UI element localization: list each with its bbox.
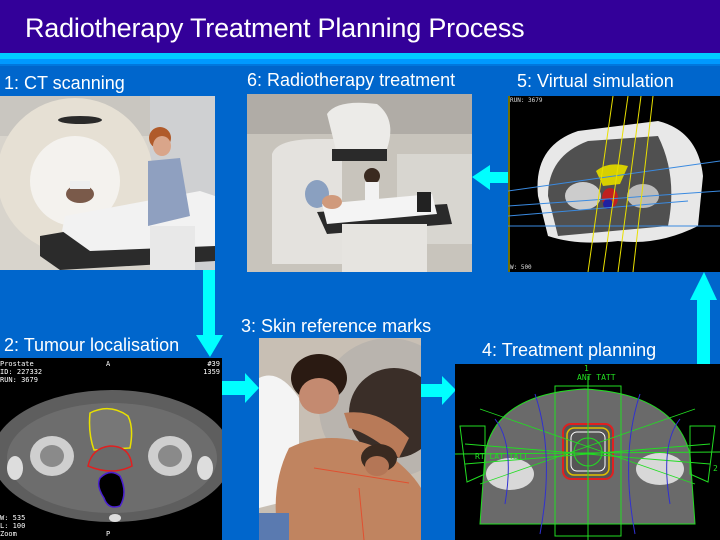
- ct-zoom: Zoom: [0, 530, 17, 538]
- beam-2-label: 2: [713, 464, 718, 473]
- step-2-label: 2: Tumour localisation: [4, 335, 180, 355]
- ant-tatt-label: ANT TATT: [577, 373, 616, 382]
- ct-overlay-top-right: #39 1359: [203, 360, 220, 376]
- ct-overlay-anterior: A: [106, 360, 111, 368]
- skin-reference-marks-photo: [259, 338, 421, 540]
- ct-slice-number: #39: [207, 360, 220, 368]
- slide-header: Radiotherapy Treatment Planning Process: [0, 0, 720, 53]
- ct-scanning-photo: [0, 96, 215, 270]
- virtual-simulation-image: RUN: 3679 W: 500: [508, 96, 720, 272]
- vsim-window: W: 500: [510, 264, 532, 271]
- arrow-down-icon: [196, 270, 223, 357]
- ct-overlay-posterior: P: [106, 530, 111, 538]
- arrow-left-icon: [472, 165, 508, 190]
- treatment-planning-image: 1 ANT TATT RT LAT TATT 2: [455, 364, 720, 540]
- beam-1-label: 1: [584, 364, 589, 373]
- tumour-localisation-ct-image: Prostate ID: 227332 RUN: 3679 A #39 1359…: [0, 358, 222, 540]
- step-3-label: 3: Skin reference marks: [241, 316, 432, 336]
- header-stripe-blue: [0, 59, 720, 64]
- radiotherapy-treatment-photo: [247, 94, 472, 272]
- vsim-run-number: RUN: 3679: [510, 97, 543, 104]
- step-5-label: 5: Virtual simulation: [517, 71, 674, 91]
- ct-window-width: W: 535: [0, 514, 26, 522]
- rt-lat-tatt-label: RT LAT TATT: [475, 452, 528, 461]
- arrow-right-icon: [222, 373, 259, 403]
- step-4-label: 4: Treatment planning: [482, 340, 657, 360]
- ct-slice-position: 1359: [203, 368, 220, 376]
- header-stripe-cyan: [0, 53, 720, 59]
- ct-run-number: RUN: 3679: [0, 376, 38, 384]
- step-1-label: 1: CT scanning: [4, 73, 125, 93]
- ct-patient-label: Prostate: [0, 360, 34, 368]
- ct-overlay-top-left: Prostate ID: 227332 RUN: 3679: [0, 360, 42, 384]
- ct-window-level: L: 100: [0, 522, 26, 530]
- arrow-up-icon: [690, 272, 717, 364]
- ct-patient-id: ID: 227332: [0, 368, 43, 376]
- header-stripe-dark: [0, 64, 720, 66]
- step-6-label: 6: Radiotherapy treatment: [247, 70, 456, 90]
- slide-title: Radiotherapy Treatment Planning Process: [25, 13, 525, 43]
- arrow-right-icon: [421, 376, 456, 405]
- ct-overlay-bottom-left: W: 535 L: 100 Zoom: [0, 514, 25, 538]
